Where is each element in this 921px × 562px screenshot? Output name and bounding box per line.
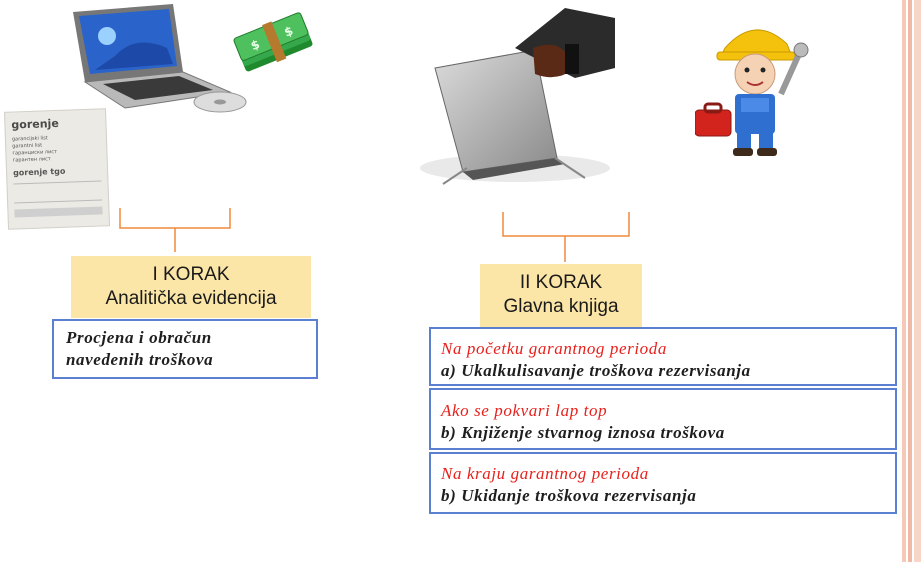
warranty-brand: gorenje <box>11 116 60 132</box>
step1-label: I KORAK Analitička evidencija <box>71 256 311 318</box>
step2-box-1: Na početku garantnog perioda a) Ukalkuli… <box>429 327 897 386</box>
step1-description-box: Procjena i obračun navedenih troškova <box>52 319 318 379</box>
step2-box2-text: b) Knjiženje stvarnog iznosa troškova <box>441 423 725 442</box>
warranty-brand-2: gorenje tgo <box>12 166 66 178</box>
step1-desc-line2: navedenih troškova <box>66 350 214 369</box>
step2-box3-heading: Na kraju garantnog perioda <box>441 464 649 483</box>
decor-stripe <box>902 0 906 562</box>
money-stack-icon: $ $ <box>233 12 313 72</box>
step1-title: I KORAK <box>152 264 230 285</box>
laptop-icon <box>73 4 247 113</box>
warranty-card-image: gorenje garancijski list garantni list г… <box>3 108 111 230</box>
step2-box2-heading: Ako se pokvari lap top <box>441 401 608 420</box>
step2-subtitle: Glavna knjiga <box>503 296 619 317</box>
decor-stripe <box>914 0 921 562</box>
step2-box1-text: a) Ukalkulisavanje troškova rezervisanja <box>441 361 751 380</box>
bracket-2 <box>502 212 630 262</box>
step2-label: II KORAK Glavna knjiga <box>480 264 642 328</box>
decor-stripe <box>908 0 912 562</box>
bracket-1 <box>119 208 231 252</box>
laptop-kick-icon <box>420 8 615 185</box>
step2-box1-heading: Na početku garantnog perioda <box>441 339 667 358</box>
step2-title: II KORAK <box>519 272 603 293</box>
step2-box-2: Ako se pokvari lap top b) Knjiženje stva… <box>429 388 897 450</box>
step2-box3-text: b) Ukidanje troškova rezervisanja <box>441 486 697 505</box>
step2-box-3: Na kraju garantnog perioda b) Ukidanje t… <box>429 452 897 514</box>
step1-subtitle: Analitička evidencija <box>105 288 277 309</box>
repair-worker-icon <box>695 29 809 156</box>
step1-desc-line1: Procjena i obračun <box>66 328 212 347</box>
